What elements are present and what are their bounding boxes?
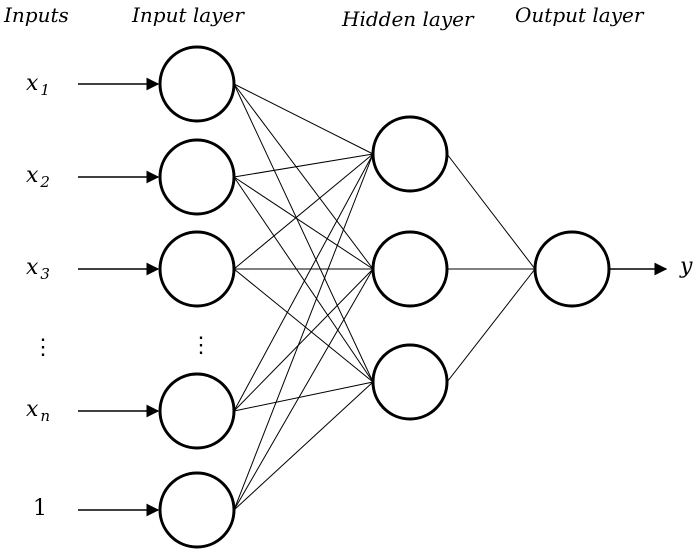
connection-line — [233, 381, 374, 412]
connection-line — [233, 268, 374, 383]
input-ellipsis: ⋮ — [32, 335, 54, 360]
connection-line — [233, 153, 374, 270]
connection-line — [446, 153, 536, 270]
connection-line — [233, 268, 374, 511]
connection-line — [446, 268, 536, 383]
hidden-neuron-3 — [371, 343, 449, 421]
output-label-y: y — [679, 254, 693, 279]
output-neuron — [533, 230, 611, 308]
input-neuron-x3 — [158, 230, 236, 308]
connection-line — [233, 176, 374, 270]
hidden-layer-header: Hidden layer — [341, 7, 475, 31]
output-layer-header: Output layer — [515, 3, 645, 27]
neurons — [158, 45, 611, 549]
input-neuron-bias — [158, 471, 236, 549]
connection-line — [233, 176, 374, 383]
connection-line — [233, 153, 374, 178]
connection-line — [233, 83, 374, 270]
input-layer-header: Input layer — [131, 3, 245, 27]
connection-line — [233, 83, 374, 155]
input-neuron-x1 — [158, 45, 236, 123]
hidden-neuron-2 — [371, 230, 449, 308]
connection-line — [233, 268, 374, 412]
input-neuron-xn — [158, 372, 236, 450]
input-neuron-x2 — [158, 138, 236, 216]
connection-line — [233, 381, 374, 511]
hidden-neuron-1 — [371, 115, 449, 193]
connection-line — [233, 153, 374, 511]
input-arrows — [78, 77, 160, 517]
connection-line — [233, 153, 374, 412]
input-label-bias: 1 — [33, 496, 47, 521]
input-layer-ellipsis: ⋮ — [190, 333, 212, 358]
connection-line — [233, 83, 374, 383]
inputs-header: Inputs — [3, 3, 69, 27]
connection-lines — [233, 83, 536, 511]
